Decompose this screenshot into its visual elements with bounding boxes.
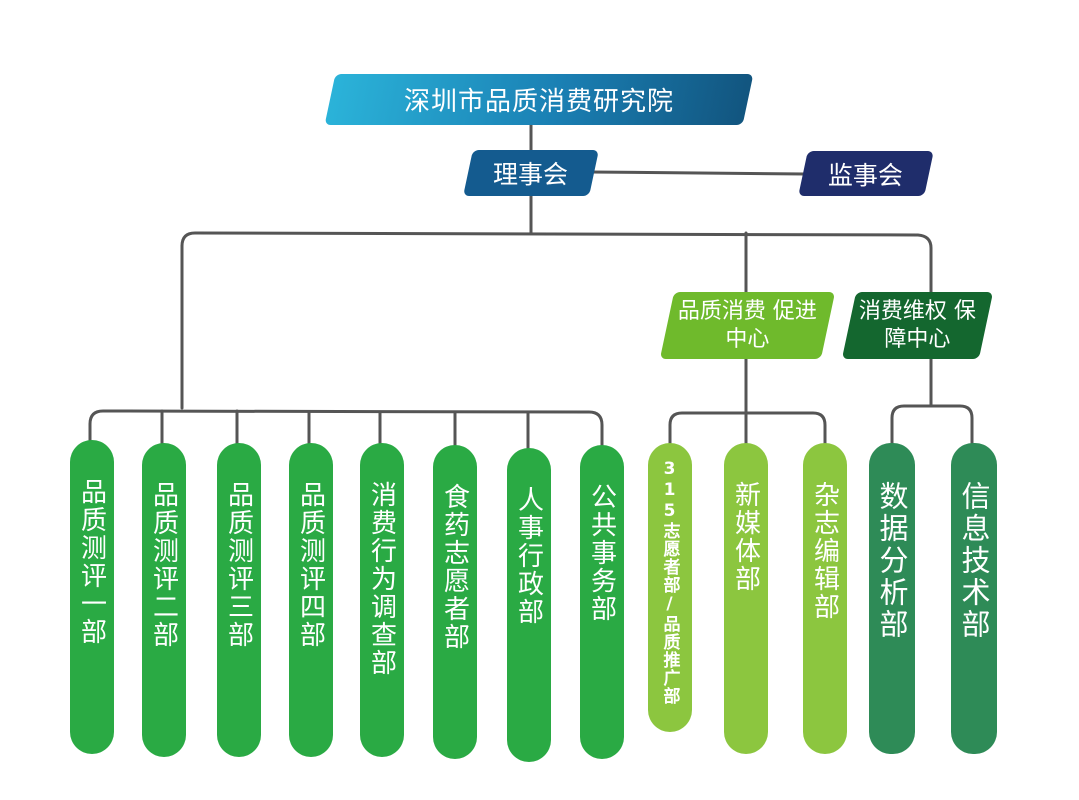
dept-node: 品质测评二部 xyxy=(142,443,186,757)
board-node-label: 理事会 xyxy=(493,160,569,189)
dept-label: 人事行政部 xyxy=(513,486,544,626)
promotion-dept-node: 杂志编辑部 xyxy=(803,443,847,754)
rights-dept-node: 信息技术部 xyxy=(951,443,997,754)
dept-label: 消费行为调查部 xyxy=(366,481,397,677)
promotion-center-node: 品质消费 促进中心 xyxy=(659,292,836,359)
dept-label: 品质测评一部 xyxy=(76,478,107,646)
promotion-dept-label: 杂志编辑部 xyxy=(809,481,840,621)
promotion-dept-node: 新媒体部 xyxy=(724,443,768,754)
dept-label: 品质测评三部 xyxy=(223,481,254,649)
connector-board-supervisory xyxy=(588,170,807,176)
promotion-dept-label: 新媒体部 xyxy=(730,481,761,593)
dept-node: 人事行政部 xyxy=(507,448,551,762)
dept-label: 公共事务部 xyxy=(586,483,617,623)
dept-label: 品质测评四部 xyxy=(295,481,326,649)
dept-label: 品质测评二部 xyxy=(148,481,179,649)
rights-center-line1: 消费维权 xyxy=(858,298,947,324)
dept-label: 食药志愿者部 xyxy=(439,483,470,651)
dept-node: 品质测评四部 xyxy=(289,443,333,757)
promotion-center-label: 品质消费 促进中心 xyxy=(667,298,828,354)
connector-main-bus xyxy=(180,231,933,294)
promotion-center-line1: 品质消费 xyxy=(677,298,766,324)
promotion-dept-node: 315志愿者部/品质推广部 xyxy=(648,443,692,732)
board-node: 理事会 xyxy=(463,150,599,196)
root-node: 深圳市品质消费研究院 xyxy=(324,74,754,125)
rights-dept-label: 信息技术部 xyxy=(957,481,991,641)
root-node-label: 深圳市品质消费研究院 xyxy=(403,87,674,117)
connector-left-bus xyxy=(88,409,604,447)
supervisory-node-label: 监事会 xyxy=(828,160,904,190)
connector-rights-bus xyxy=(890,404,974,445)
dept-node: 食药志愿者部 xyxy=(433,445,477,759)
dept-node: 消费行为调查部 xyxy=(360,443,404,757)
supervisory-node: 监事会 xyxy=(798,151,934,196)
dept-node: 公共事务部 xyxy=(580,445,624,759)
dept-node: 品质测评一部 xyxy=(70,440,114,754)
rights-dept-label: 数据分析部 xyxy=(875,481,909,641)
rights-dept-node: 数据分析部 xyxy=(869,443,915,754)
promotion-dept-label: 315志愿者部/品质推广部 xyxy=(659,459,680,705)
rights-center-label: 消费维权 保障中心 xyxy=(849,298,986,354)
dept-node: 品质测评三部 xyxy=(217,443,261,757)
rights-center-node: 消费维权 保障中心 xyxy=(841,292,994,359)
